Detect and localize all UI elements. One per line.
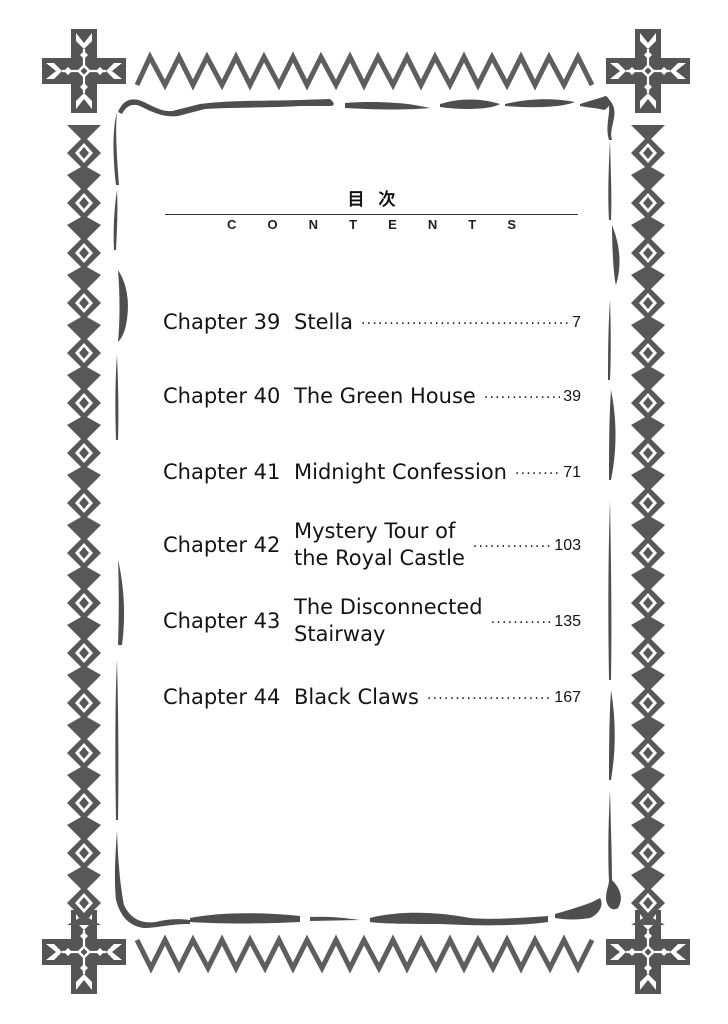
chapter-number: Chapter 40: [163, 384, 281, 408]
chapter-title: The Green House: [294, 384, 476, 408]
chapter-title: Black Claws: [294, 685, 419, 709]
japanese-title: 目次: [347, 190, 410, 210]
page-number: 39: [563, 388, 581, 405]
chapter-title-line: The Disconnected: [294, 595, 483, 619]
title-letter: N: [308, 217, 319, 232]
title-letter: T: [468, 217, 477, 232]
chapter-number: Chapter 43: [163, 608, 281, 633]
title-letter: O: [267, 217, 278, 232]
chapter-title-line: Mystery Tour of: [294, 519, 456, 543]
page-number: 7: [572, 314, 581, 331]
chapter-number: Chapter 42: [163, 532, 281, 557]
chapter-title: Stella: [294, 310, 354, 334]
chapter-title-line: Stairway: [294, 622, 386, 646]
chapter-number: Chapter 39: [163, 310, 281, 334]
leader-dots: ········································…: [514, 466, 561, 482]
header-rule: [165, 214, 578, 215]
toc-entry-42[interactable]: Chapter 42 Mystery Tour of the Royal Cas…: [163, 518, 581, 572]
chapter-number: Chapter 41: [163, 460, 281, 484]
title-letter: S: [507, 217, 516, 232]
title-letter: N: [427, 217, 438, 232]
toc-entry-40[interactable]: Chapter 40 The Green House ·············…: [163, 383, 581, 410]
toc-entry-43[interactable]: Chapter 43 The Disconnected Stairway ···…: [163, 594, 581, 648]
page-number: 71: [563, 464, 581, 481]
english-title: C O N T E N T S: [165, 217, 578, 232]
toc-entry-39[interactable]: Chapter 39 Stella ······················…: [163, 309, 581, 336]
page-number: 167: [554, 689, 581, 706]
page-number: 103: [554, 536, 581, 554]
leader-dots: ········································…: [472, 538, 552, 555]
toc-entry-41[interactable]: Chapter 41 Midnight Confession ·········…: [163, 459, 581, 486]
page-number: 135: [554, 612, 581, 630]
chapter-title: Mystery Tour of the Royal Castle: [294, 518, 465, 572]
title-letter: E: [388, 217, 397, 232]
leader-dots: ········································…: [426, 691, 552, 707]
leader-dots: ········································…: [361, 316, 570, 332]
title-letter: C: [227, 217, 237, 232]
contents-header: 目次 C O N T E N T S: [165, 188, 578, 232]
corner-cross-top-left: [40, 27, 128, 115]
leader-dots: ········································…: [490, 614, 552, 631]
chapter-number: Chapter 44: [163, 685, 281, 709]
leader-dots: ········································…: [483, 390, 560, 406]
chapter-title: Midnight Confession: [294, 460, 507, 484]
title-letter: T: [349, 217, 358, 232]
toc-entry-44[interactable]: Chapter 44 Black Claws ·················…: [163, 684, 581, 711]
chapter-title-line: the Royal Castle: [294, 546, 465, 570]
chapter-title: The Disconnected Stairway: [294, 594, 483, 648]
